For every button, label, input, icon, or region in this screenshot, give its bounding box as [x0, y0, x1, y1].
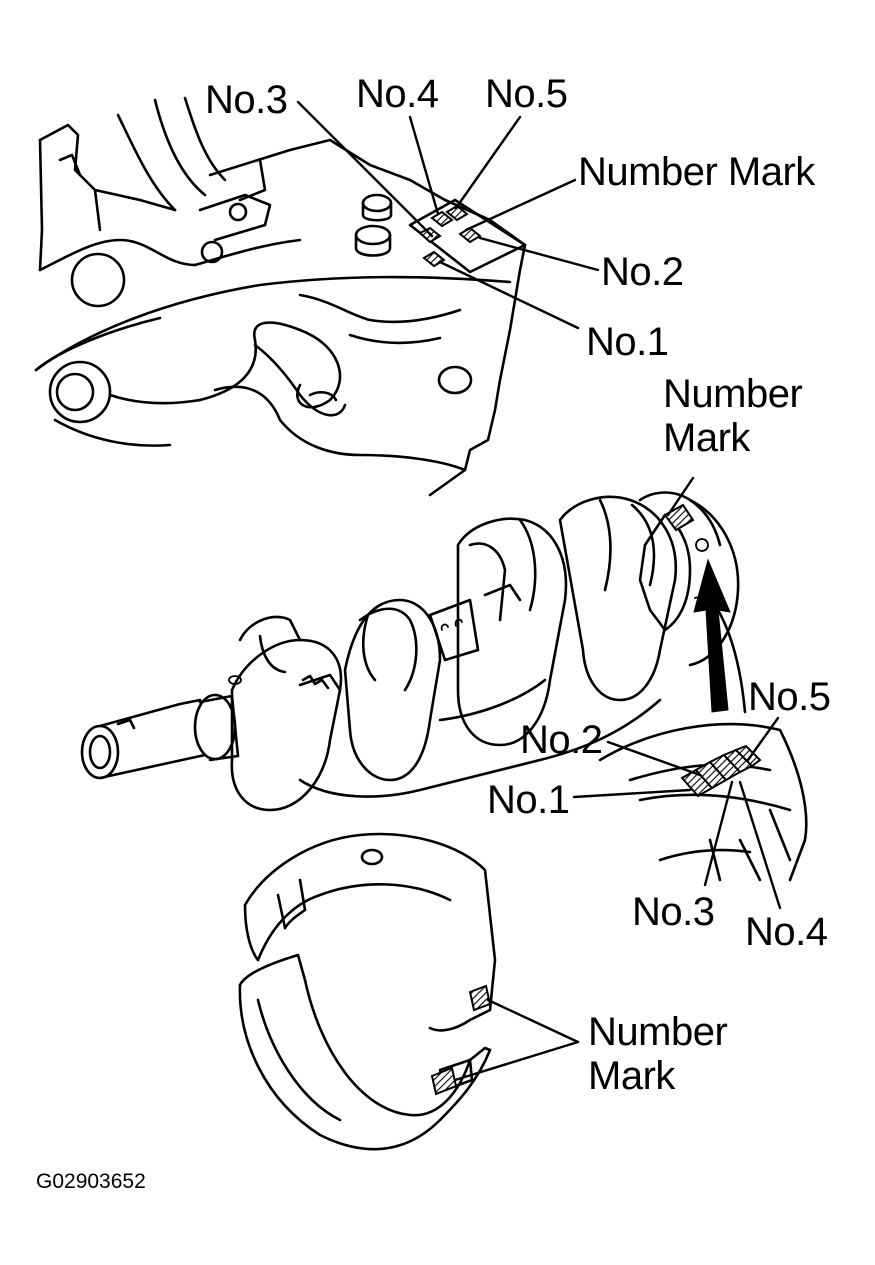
crankshaft-drawing [80, 491, 740, 812]
bearing-label-number-mark: Number Mark [588, 1010, 728, 1098]
cylinder-block-drawing [34, 96, 527, 497]
crank-label-number-mark: Number Mark [663, 372, 803, 460]
crank-label-no1: No.1 [487, 778, 570, 822]
block-label-no5: No.5 [485, 72, 568, 116]
block-label-no3: No.3 [205, 78, 288, 122]
bearing-leader-lines [453, 998, 580, 1082]
closeup-arrow [693, 558, 747, 714]
bearing-shell-drawing [238, 832, 497, 1151]
figure-code: G02903652 [36, 1170, 146, 1193]
block-leader-lines [296, 100, 600, 330]
crank-number-mark-leader [666, 476, 695, 517]
number-mark-closeup-drawing [598, 722, 808, 882]
crank-label-no2: No.2 [520, 718, 603, 762]
crank-label-no5: No.5 [748, 675, 831, 719]
block-label-no1: No.1 [586, 320, 669, 364]
block-label-number-mark: Number Mark [578, 150, 815, 194]
crank-label-no3: No.3 [632, 890, 715, 934]
crank-label-no4: No.4 [745, 910, 828, 954]
closeup-leader-lines [572, 716, 782, 910]
block-label-no4: No.4 [356, 72, 439, 116]
block-label-no2: No.2 [601, 250, 684, 294]
